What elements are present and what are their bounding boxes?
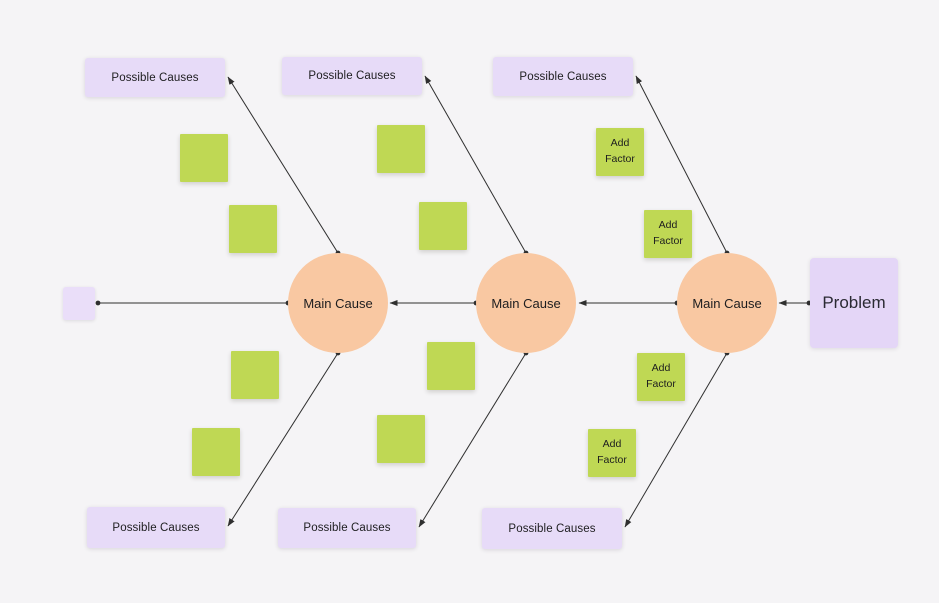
possible-causes-box-6[interactable]: Possible Causes <box>482 508 622 549</box>
possible-causes-box-1-label: Possible Causes <box>111 71 199 84</box>
problem-box[interactable]: Problem <box>810 258 898 348</box>
sticky-note-12[interactable]: Add Factor <box>588 429 636 477</box>
possible-causes-box-3-label: Possible Causes <box>519 70 607 83</box>
main-cause-circle-1[interactable]: Main Cause <box>288 253 388 353</box>
sticky-note-11-label: Add Factor <box>646 362 676 390</box>
possible-causes-box-4[interactable]: Possible Causes <box>87 507 225 548</box>
sticky-note-9[interactable] <box>427 342 475 390</box>
possible-causes-box-1[interactable]: Possible Causes <box>85 58 225 97</box>
main-cause-circle-3-label: Main Cause <box>692 295 762 311</box>
possible-causes-box-2-label: Possible Causes <box>308 70 396 82</box>
sticky-note-5[interactable]: Add Factor <box>596 128 644 176</box>
sticky-note-6[interactable]: Add Factor <box>644 210 692 258</box>
sticky-note-12-label: Add Factor <box>597 438 627 466</box>
main-cause-circle-1-label: Main Cause <box>303 295 373 311</box>
sticky-note-3[interactable] <box>377 125 425 173</box>
possible-causes-box-2[interactable]: Possible Causes <box>282 57 422 95</box>
sticky-note-5-label: Add Factor <box>605 137 635 165</box>
sticky-note-2[interactable] <box>229 205 277 253</box>
sticky-note-6-label: Add Factor <box>653 219 683 247</box>
sticky-note-4[interactable] <box>419 202 467 250</box>
possible-causes-box-6-label: Possible Causes <box>508 522 596 535</box>
sticky-note-1[interactable] <box>180 134 228 182</box>
sticky-note-11[interactable]: Add Factor <box>637 353 685 401</box>
problem-box-label: Problem <box>822 293 886 312</box>
main-cause-circle-2[interactable]: Main Cause <box>476 253 576 353</box>
main-cause-circle-2-label: Main Cause <box>491 295 561 311</box>
possible-causes-box-4-label: Possible Causes <box>112 521 200 534</box>
sticky-note-7[interactable] <box>231 351 279 399</box>
sticky-note-8[interactable] <box>192 428 240 476</box>
fishbone-tail-box[interactable] <box>63 287 95 320</box>
possible-causes-box-5-label: Possible Causes <box>303 522 391 534</box>
sticky-note-10[interactable] <box>377 415 425 463</box>
possible-causes-box-3[interactable]: Possible Causes <box>493 57 633 96</box>
main-cause-circle-3[interactable]: Main Cause <box>677 253 777 353</box>
possible-causes-box-5[interactable]: Possible Causes <box>278 508 416 548</box>
